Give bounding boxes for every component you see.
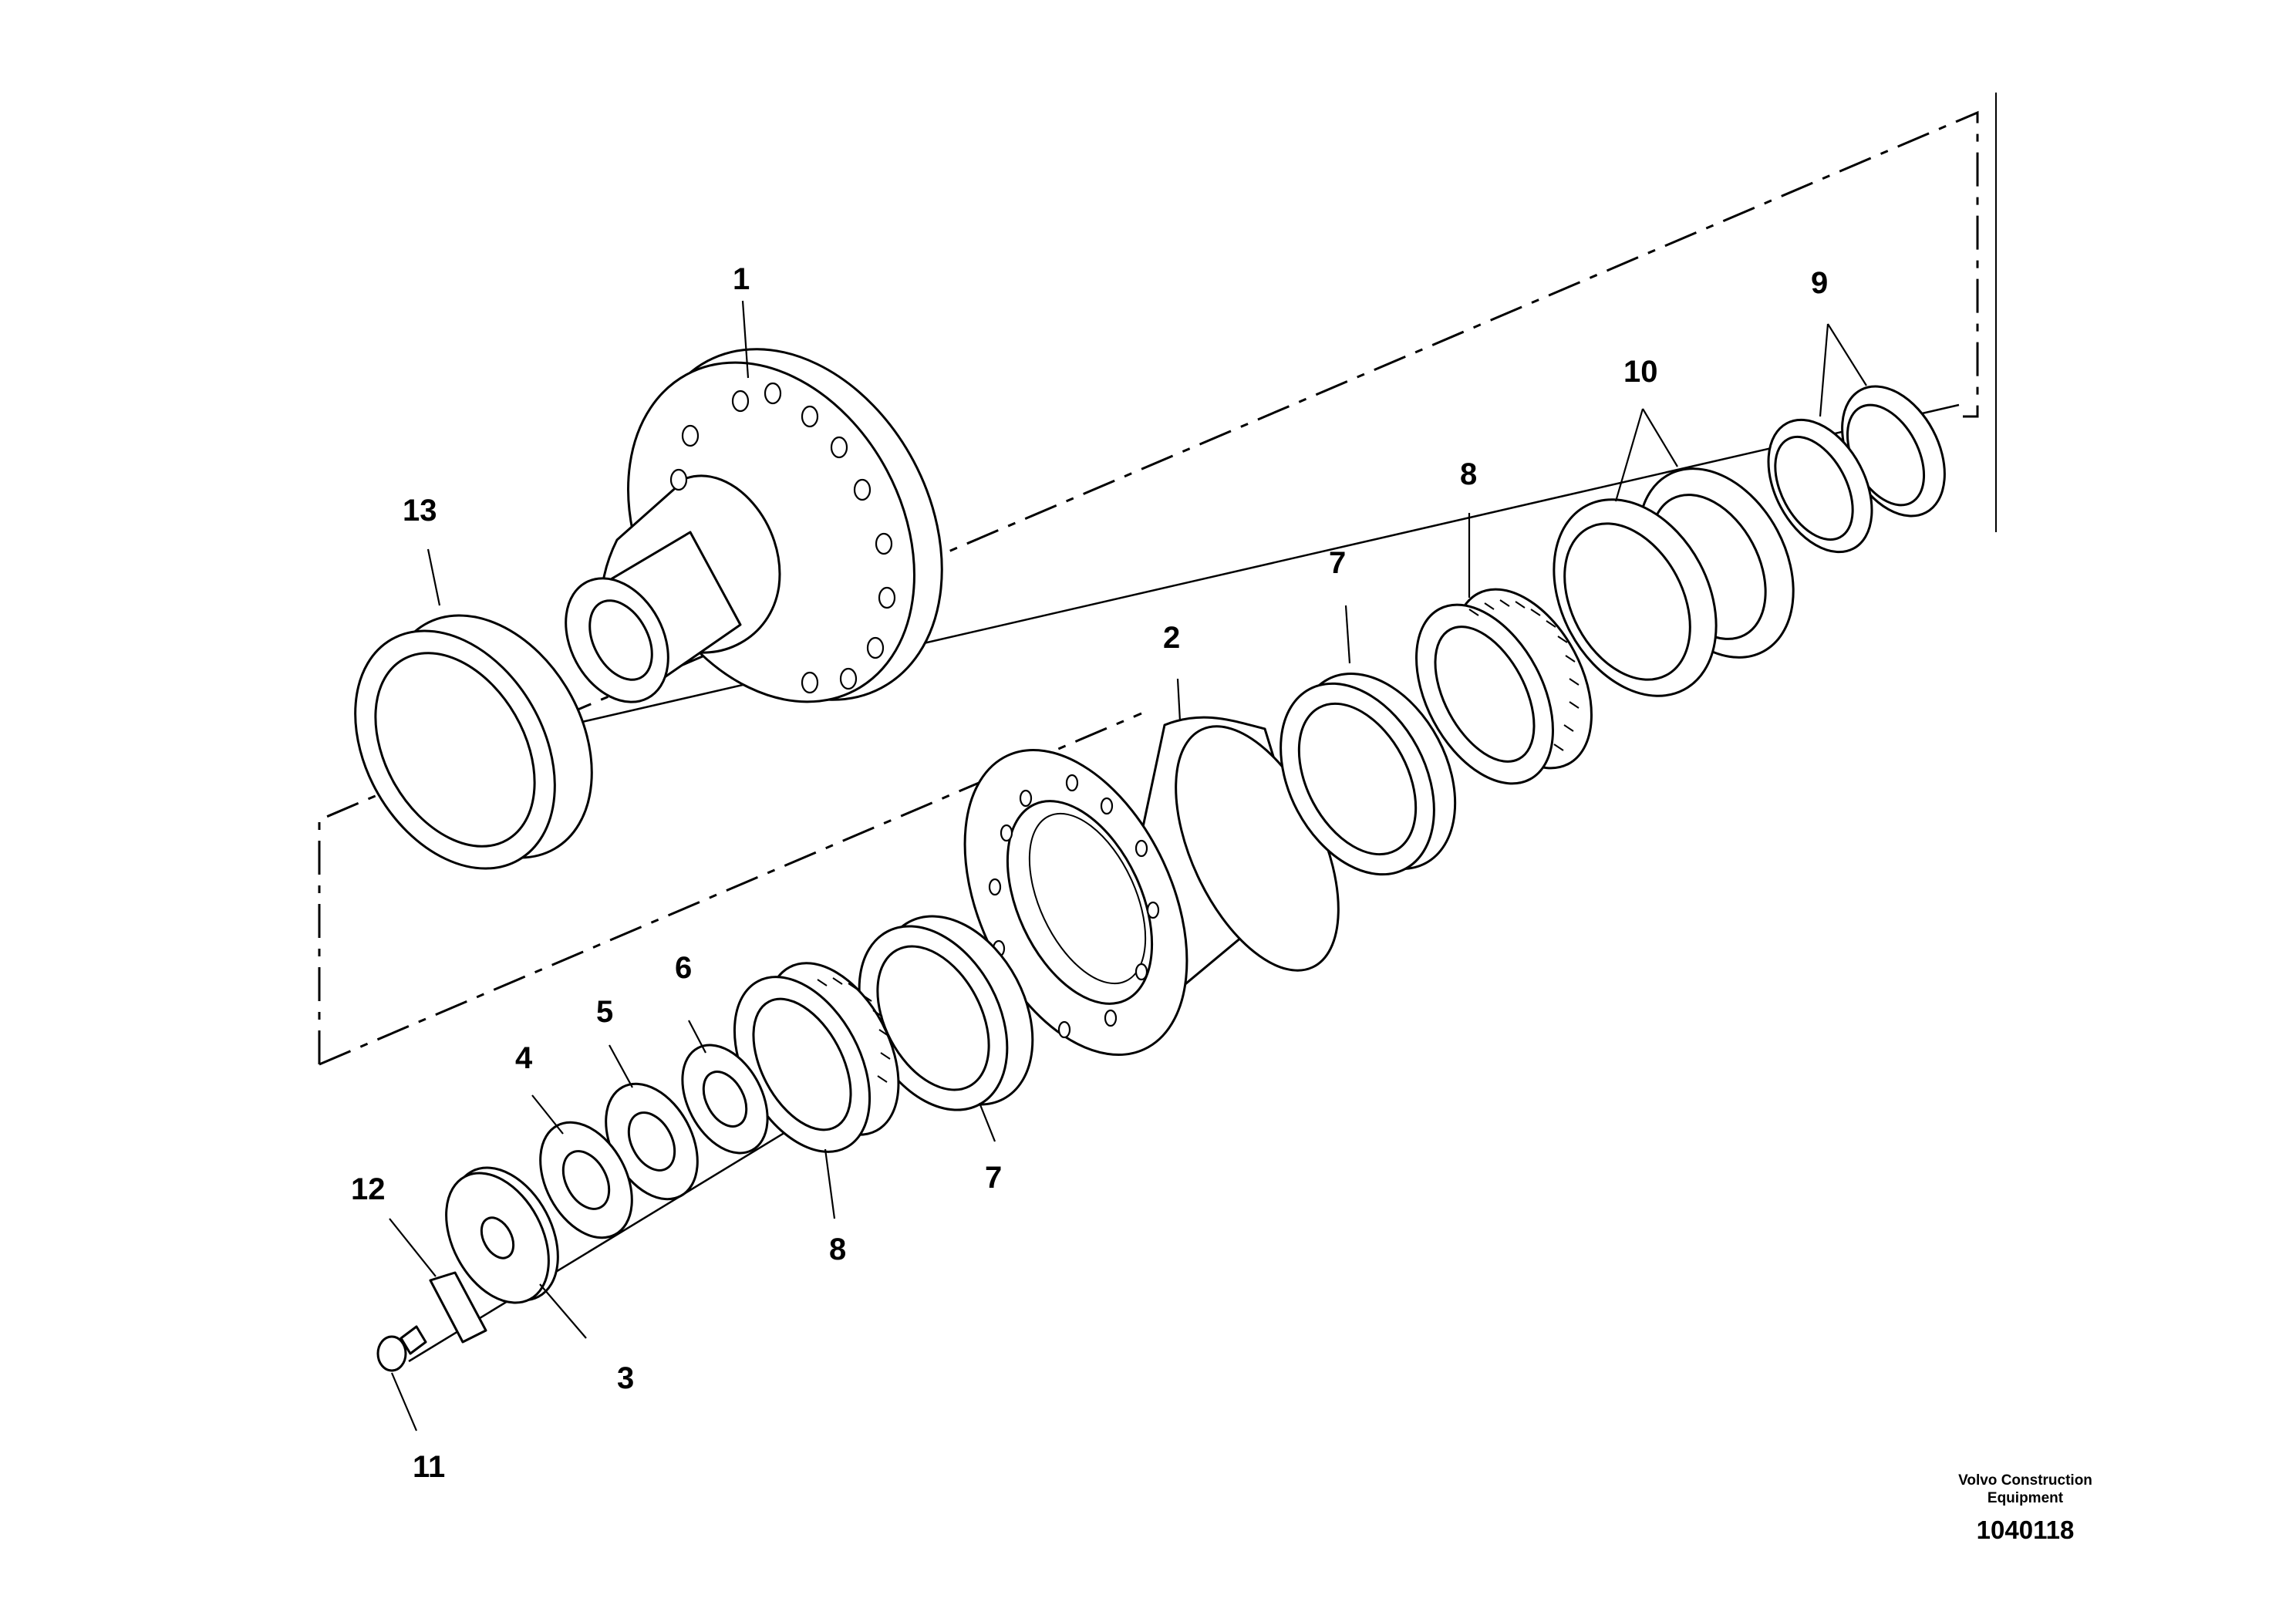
part-3-retaining-plate (445, 1166, 559, 1304)
part-8-bearing-cone-upper (1415, 588, 1593, 785)
callout-8-upper: 8 (1460, 457, 1477, 491)
callout-6: 6 (675, 951, 692, 985)
part-6-shim (681, 1044, 769, 1155)
callout-3: 3 (617, 1361, 634, 1395)
callout-5: 5 (596, 995, 613, 1029)
part-13-seal-ring (354, 614, 593, 870)
callout-1: 1 (733, 262, 750, 296)
flange-bolt-holes (669, 382, 896, 694)
callout-9: 9 (1811, 266, 1828, 300)
part-12-lock-plate (429, 1271, 487, 1344)
company-name-line1: Volvo Construction (1958, 1472, 2092, 1489)
part-8-bearing-cone-lower (733, 962, 900, 1153)
callout-8-lower: 8 (829, 1233, 846, 1266)
part-5-shim (605, 1082, 699, 1201)
callout-2: 2 (1163, 621, 1180, 655)
part-2-housing (963, 716, 1340, 1057)
callout-labels: 1 2 3 4 5 6 7 7 8 8 9 10 11 12 13 (351, 262, 1828, 1484)
part-7-bearing-cup-upper (1279, 673, 1457, 876)
callout-4: 4 (515, 1041, 533, 1075)
drawing-number: 1040118 (1977, 1516, 2075, 1544)
callout-12: 12 (351, 1172, 386, 1206)
part-4-shim (539, 1121, 633, 1239)
leader-lines (389, 300, 1867, 1431)
callout-10: 10 (1623, 355, 1658, 389)
part-11-bolt (376, 1325, 427, 1372)
callout-11: 11 (413, 1450, 445, 1484)
part-10-bearing-pair (1553, 467, 1795, 697)
callout-13: 13 (403, 494, 437, 528)
callout-7-upper: 7 (1329, 546, 1346, 580)
part-9-sleeve-pair (1767, 385, 1946, 554)
callout-7-lower: 7 (985, 1161, 1002, 1195)
title-block: Volvo Construction Equipment 1040118 (1958, 1472, 2092, 1544)
company-name-line2: Equipment (1988, 1490, 2064, 1506)
upper-axis-line (400, 403, 1960, 765)
part-1-hub-flange (565, 348, 943, 703)
